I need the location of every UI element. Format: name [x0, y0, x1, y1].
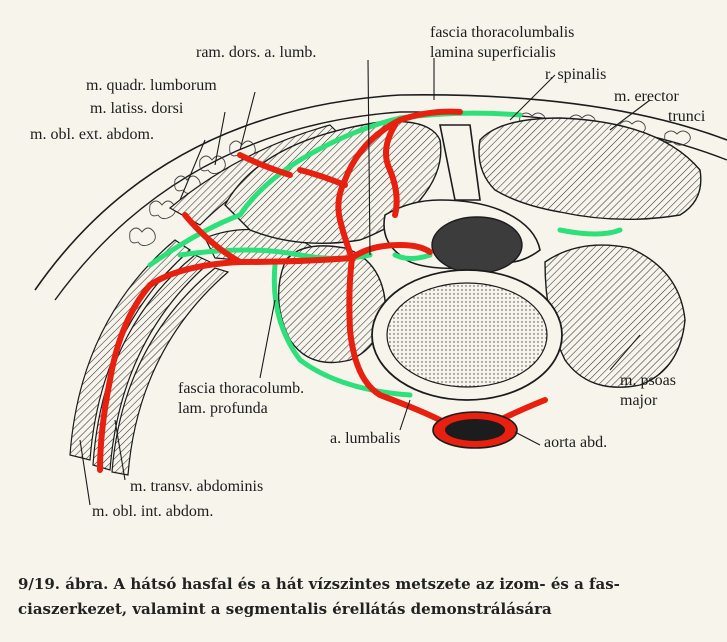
psoas-right: [544, 244, 686, 388]
label-fascia-profunda-2: lam. profunda: [178, 400, 268, 417]
vertebral-body: [386, 282, 548, 388]
label-fascia-superficialis-2: lamina superficialis: [430, 44, 556, 61]
cross-section-figure: [34, 58, 727, 506]
obl-ext-muscle: [69, 239, 191, 461]
label-psoas-1: m. psoas: [620, 372, 676, 389]
label-a-lumbalis: a. lumbalis: [330, 430, 401, 447]
label-r-spinalis: r. spinalis: [545, 66, 607, 83]
label-psoas-2: major: [620, 392, 658, 409]
skin-outline: [34, 94, 727, 291]
label-erector-1: m. erector: [614, 88, 679, 105]
erector-right: [478, 117, 702, 221]
label-ram-dors: ram. dors. a. lumb.: [196, 44, 317, 61]
label-fascia-superficialis-1: fascia thoracolumbalis: [430, 24, 575, 41]
leader-lines: [79, 58, 651, 506]
label-latiss-dorsi: m. latiss. dorsi: [90, 100, 184, 117]
label-quadr-lumborum: m. quadr. lumborum: [86, 77, 217, 94]
figure-caption: 9/19. ábra. A hátsó hasfal és a hát vízs…: [18, 572, 718, 622]
label-transv: m. transv. abdominis: [130, 478, 264, 495]
label-fascia-profunda-1: fascia thoracolumb.: [178, 380, 305, 397]
aorta-lumen: [445, 419, 505, 441]
arteries: [97, 108, 548, 473]
caption-line-1: 9/19. ábra. A hátsó hasfal és a hát vízs…: [18, 575, 620, 593]
spinous-process: [439, 124, 481, 201]
label-erector-2: trunci: [668, 108, 706, 125]
caption-line-2: ciaszerkezet, valamint a segmentalis ére…: [18, 600, 552, 618]
label-obl-ext: m. obl. ext. abdom.: [30, 126, 154, 143]
spinal-canal: [431, 216, 523, 274]
label-obl-int: m. obl. int. abdom.: [92, 503, 214, 520]
transv-muscle: [111, 267, 230, 476]
label-aorta: aorta abd.: [544, 434, 608, 451]
